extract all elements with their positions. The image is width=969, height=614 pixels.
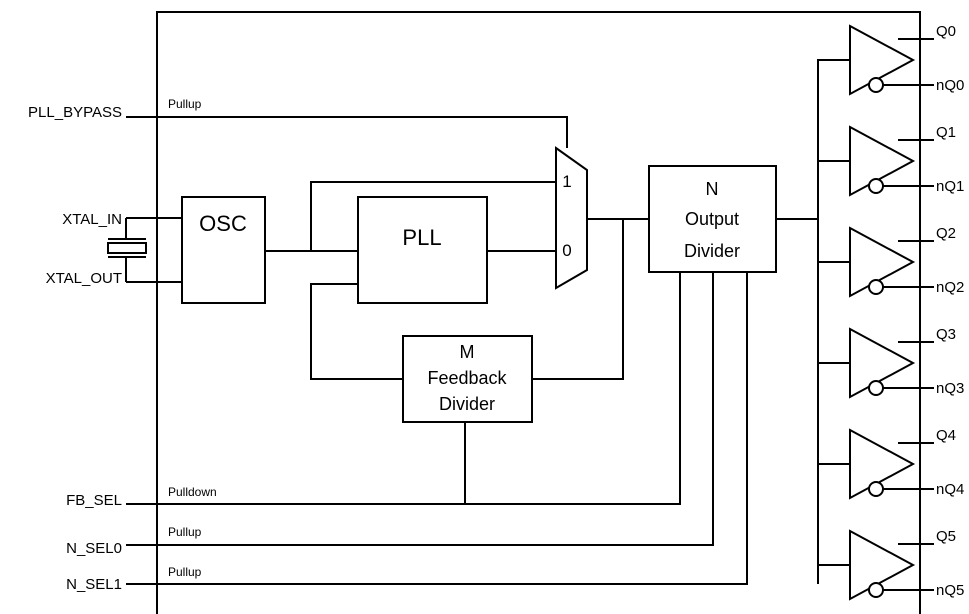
mux-input-1-label: 1 [562, 172, 571, 191]
output-buffer-0: Q0 nQ0 [818, 23, 964, 96]
xtal-in-label: XTAL_IN [62, 211, 122, 228]
n-sel0-label: N_SEL0 [66, 540, 122, 557]
inverter-bubble-icon [868, 279, 884, 295]
osc-label: OSC [199, 211, 247, 236]
fb-sel-pull-label: Pulldown [168, 485, 217, 499]
output-nq-label: nQ4 [936, 481, 964, 498]
mux-block [555, 146, 588, 290]
inverter-bubble-icon [868, 582, 884, 598]
crystal-icon [107, 218, 147, 282]
feedback-divider-label-3: Divider [439, 394, 495, 414]
n-sel0-pull-label: Pullup [168, 525, 202, 539]
osc-block [181, 196, 266, 304]
output-q-label: Q4 [936, 427, 956, 444]
fb-sel-label: FB_SEL [66, 492, 122, 509]
output-divider-label-3: Divider [684, 241, 740, 261]
pll-bypass-pull-label: Pullup [168, 97, 202, 111]
inverter-bubble-icon [868, 77, 884, 93]
n-sel1-pull-label: Pullup [168, 565, 202, 579]
output-buffer-2: Q2 nQ2 [818, 225, 964, 298]
output-q-label: Q3 [936, 326, 956, 343]
pll-block [357, 196, 488, 304]
output-nq-label: nQ1 [936, 178, 964, 195]
output-nq-label: nQ2 [936, 279, 964, 296]
output-q-label: Q1 [936, 124, 956, 141]
output-nq-label: nQ0 [936, 77, 964, 94]
output-buffer-4: Q4 nQ4 [818, 427, 964, 500]
feedback-divider-label-1: M [460, 342, 475, 362]
internal-wires [265, 59, 819, 584]
inverter-bubble-icon [868, 380, 884, 396]
output-divider-label-2: Output [685, 209, 739, 229]
feedback-divider-block [402, 335, 533, 423]
inverter-bubble-icon [868, 178, 884, 194]
inverter-bubble-icon [868, 481, 884, 497]
output-divider-label-1: N [706, 179, 719, 199]
mux-input-0-label: 0 [562, 241, 571, 260]
output-buffer-1: Q1 nQ1 [818, 124, 964, 197]
output-q-label: Q2 [936, 225, 956, 242]
pll-bypass-label: PLL_BYPASS [28, 104, 122, 121]
output-buffer-3: Q3 nQ3 [818, 326, 964, 399]
output-q-label: Q5 [936, 528, 956, 545]
pll-label: PLL [402, 225, 441, 250]
output-nq-label: nQ5 [936, 582, 964, 599]
output-q-label: Q0 [936, 23, 956, 40]
input-wires [126, 116, 748, 585]
xtal-out-label: XTAL_OUT [46, 270, 122, 287]
feedback-divider-label-2: Feedback [427, 368, 507, 388]
output-buffer-5: Q5 nQ5 [818, 528, 964, 601]
n-sel1-label: N_SEL1 [66, 576, 122, 593]
chip-outline [156, 11, 921, 614]
output-nq-label: nQ3 [936, 380, 964, 397]
output-divider-block [648, 165, 777, 273]
